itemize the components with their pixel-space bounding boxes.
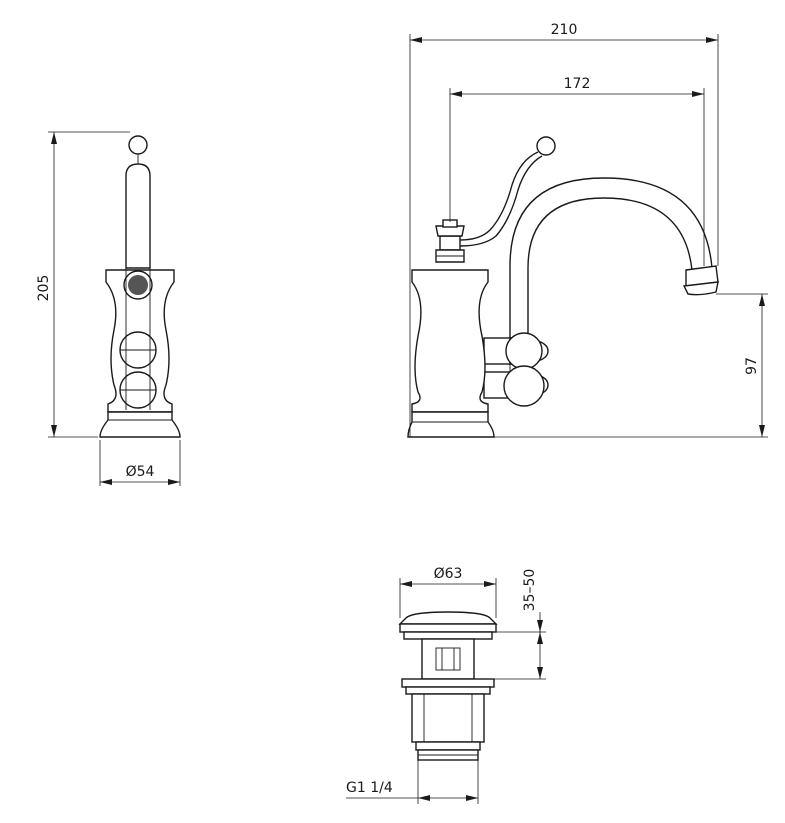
dim-drain-diameter: Ø63 (399, 566, 497, 618)
dim-label-g114: G1 1/4 (346, 780, 393, 796)
dim-label-205: 205 (36, 275, 52, 302)
dim-label-97: 97 (744, 357, 760, 375)
dim-spout-reach: 172 (449, 76, 705, 266)
dim-label-d63: Ø63 (434, 566, 463, 582)
dim-drain-range: 35–50 (494, 569, 546, 680)
dim-label-35-50: 35–50 (522, 569, 538, 612)
dim-width-total: 210 (409, 22, 719, 437)
dim-height-total: 205 (36, 131, 130, 438)
dim-label-172: 172 (564, 76, 591, 92)
dim-base-diameter: Ø54 (99, 440, 181, 486)
side-view (407, 136, 719, 438)
front-view (99, 135, 181, 438)
dim-label-210: 210 (551, 22, 578, 38)
dim-spout-height: 97 (494, 293, 768, 438)
dim-drain-thread: G1 1/4 (346, 760, 479, 804)
dim-label-d54: Ø54 (126, 464, 155, 480)
drain-view (398, 611, 498, 761)
